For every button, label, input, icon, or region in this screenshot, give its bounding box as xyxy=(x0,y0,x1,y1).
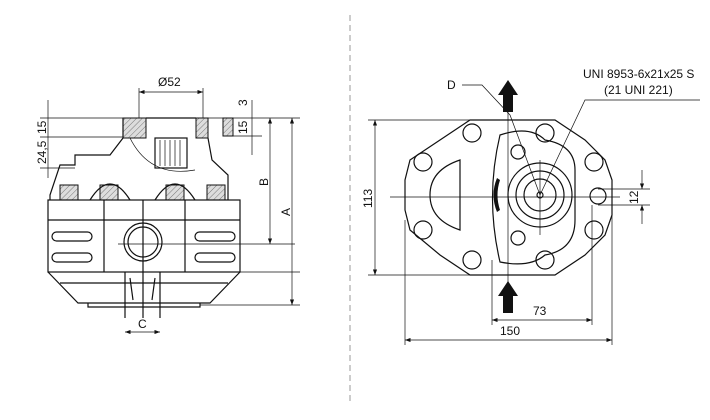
dim-3: 3 xyxy=(236,99,250,106)
outlet-arrow-icon xyxy=(498,80,518,112)
bolt-holes xyxy=(413,123,604,270)
dim-15-right: 15 xyxy=(236,120,250,134)
flange-left-hatch xyxy=(122,117,147,139)
inlet-arrow-icon xyxy=(498,281,518,313)
front-view: D UNI 8953-6x21x25 S (21 UNI 221) 113 12… xyxy=(361,67,700,345)
spline-spec-line2: (21 UNI 221) xyxy=(604,83,673,97)
pump-body xyxy=(47,199,241,273)
dim-C: C xyxy=(138,317,147,331)
dim-B: B xyxy=(257,178,271,186)
shaft-spline xyxy=(154,137,188,169)
dim-113: 113 xyxy=(361,189,375,208)
flange-tab-hatch xyxy=(222,117,234,137)
dim-diameter-52: Ø52 xyxy=(158,75,181,89)
dim-12: 12 xyxy=(627,190,641,204)
dim-73: 73 xyxy=(533,304,547,318)
label-D: D xyxy=(447,78,456,92)
dim-A: A xyxy=(279,208,293,216)
side-view: Ø52 3 15 15 24,5 B A C xyxy=(35,75,300,335)
dim-15-left: 15 xyxy=(35,120,49,134)
spline-spec-line1: UNI 8953-6x21x25 S xyxy=(583,67,694,81)
pump-outline xyxy=(404,119,613,276)
dim-24-5: 24,5 xyxy=(35,140,49,164)
dim-150: 150 xyxy=(500,324,520,338)
port-circle xyxy=(123,222,163,262)
flange-right-hatch xyxy=(195,117,209,139)
